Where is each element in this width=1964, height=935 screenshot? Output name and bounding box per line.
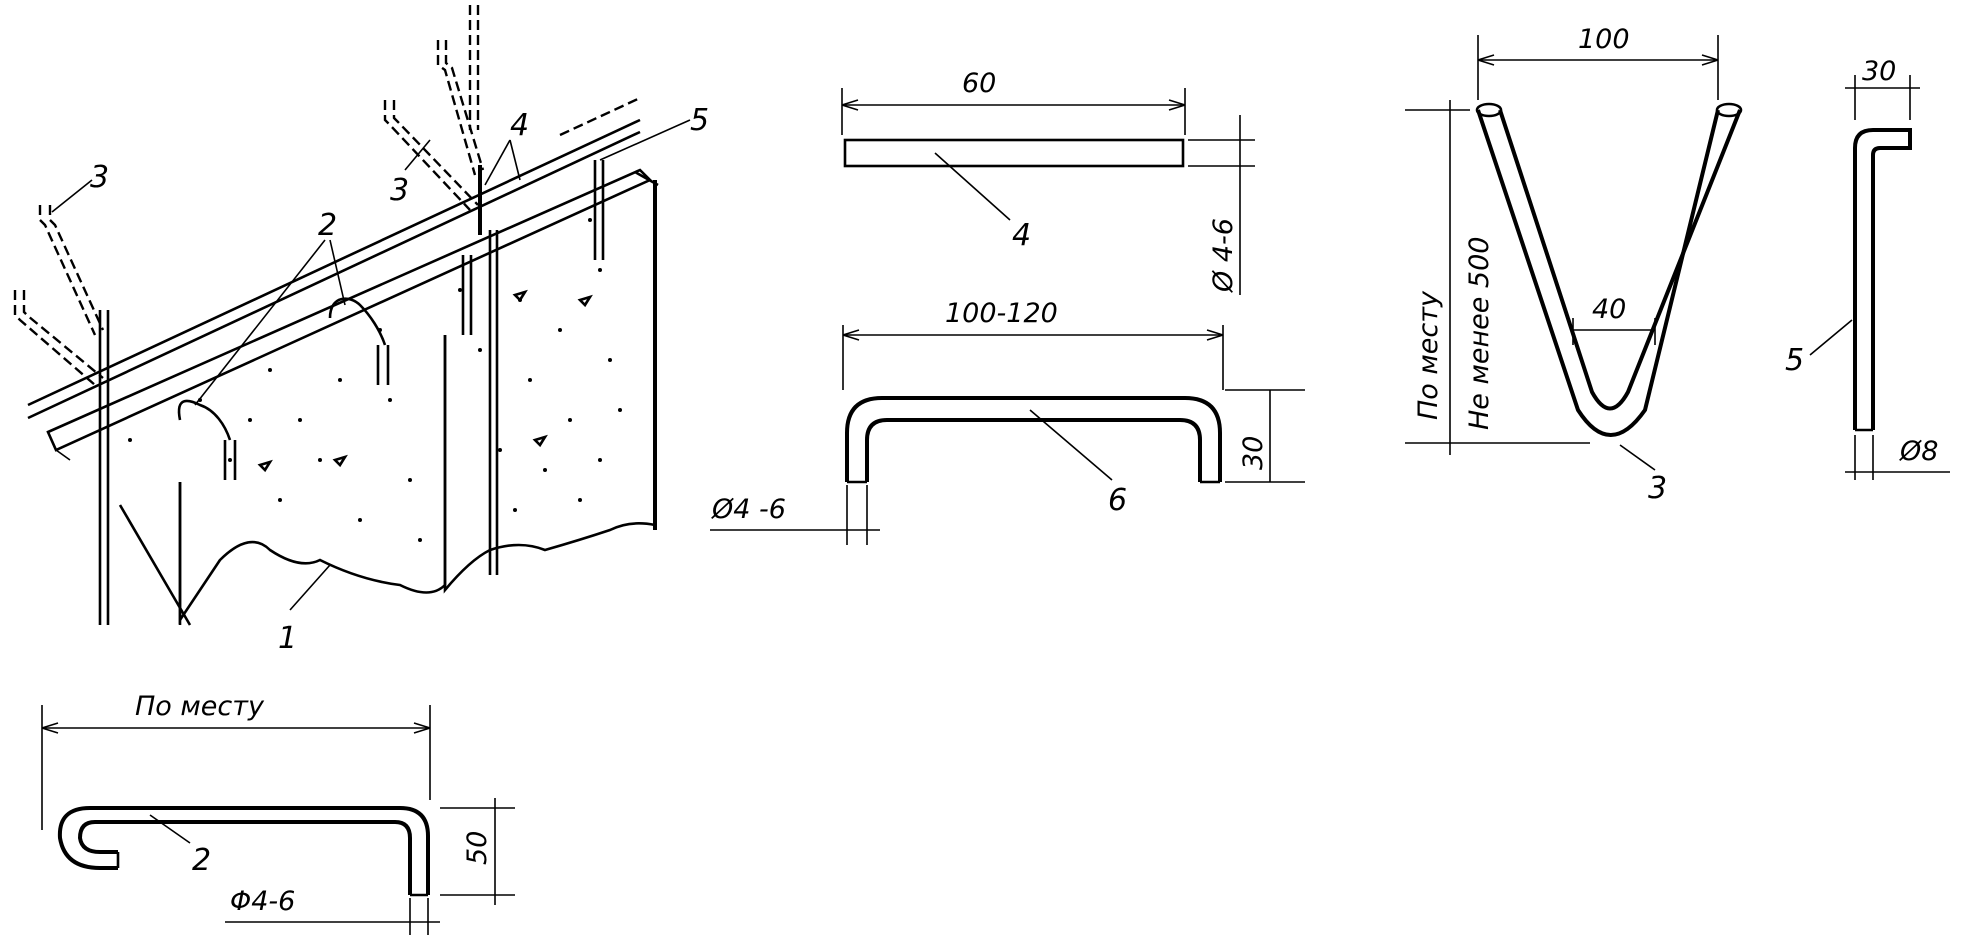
panel-left [178,335,447,625]
detail-part-4: 60 Ø 4-6 4 [841,68,1255,295]
leader-5 [599,119,691,161]
clamp-2-right [328,297,390,385]
strut-3-right-b [436,40,485,176]
panel-texture [128,218,622,542]
panel-right [443,180,657,594]
panel-left-back-edge [118,504,192,626]
leader-4b [509,139,521,181]
part-6-height-text: 30 [1238,436,1269,470]
part-3-width-text: 100 [1578,24,1630,55]
part-2-length-text: По месту [135,691,265,722]
part-6-diameter-text: Ø4 -6 [711,494,786,525]
part-4-leader [934,152,1011,221]
top-rod-lower [27,130,641,420]
strut-3-left-b [13,290,104,386]
part-3-height-line2: Не менее 500 [1464,237,1495,430]
label-item-4-iso: 4 [510,108,529,143]
strut-3-top [468,5,480,130]
panel-triangles [257,289,593,473]
part-3-height-line1: По месту [1413,290,1444,420]
part-5-label: 5 [1785,343,1804,378]
panel-right-top [634,170,659,187]
clamp-2-left [177,399,237,480]
detail-part-6: 100-120 30 Ø4 -6 6 [710,298,1305,545]
part-3-inner-text: 40 [1592,294,1626,325]
label-item-2-iso: 2 [318,208,337,243]
part-2-rod [57,806,430,895]
part-2-leader [149,814,191,844]
part-2-label: 2 [192,843,211,878]
part-5-diameter-text: Ø8 [1899,436,1938,467]
leader-2b [329,239,346,306]
top-rod-upper [27,118,641,407]
part-5-hook-text: 30 [1862,56,1896,87]
part-6-staple [845,396,1222,482]
rail-strip [46,168,653,452]
part-4-diameter-text: Ø 4-6 [1208,218,1239,293]
label-item-5-iso: 5 [690,103,709,138]
strut-3-right [383,100,479,211]
label-item-3-iso-left: 3 [90,160,109,195]
part-4-length-text: 60 [962,68,996,99]
leader-3b [404,139,431,171]
detail-part-2: По месту 50 Φ4-6 2 [41,691,515,935]
rail-strip-edge [55,449,71,461]
part-6-leader [1029,409,1113,481]
part-4-bar [843,138,1185,168]
leader-3a [51,179,93,213]
part-5-pin [1853,128,1912,430]
leader-1 [289,564,331,611]
part-3-leader [1619,444,1656,471]
part-5-leader [1809,319,1853,356]
part-4-label: 4 [1012,218,1031,253]
part-2-diameter-text: Φ4-6 [230,886,295,917]
part-3-label: 3 [1648,471,1667,506]
isometric-assembly-view: 1 2 3 3 4 5 [13,5,709,656]
leader-4a [484,139,511,186]
part-6-label: 6 [1108,483,1127,518]
label-item-1: 1 [278,621,297,656]
top-rod-dashed-extension [559,96,641,137]
part-3-v [1476,109,1720,437]
strut-3-left [38,205,105,336]
leader-2a [194,239,326,406]
detail-part-5: 30 Ø8 5 [1785,56,1950,480]
label-item-3-iso-right: 3 [390,173,409,208]
part-6-length-text: 100-120 [945,298,1058,329]
part-2-height-text: 50 [462,831,493,865]
detail-part-3: 100 40 По месту Не менее 500 3 [1405,24,1743,506]
